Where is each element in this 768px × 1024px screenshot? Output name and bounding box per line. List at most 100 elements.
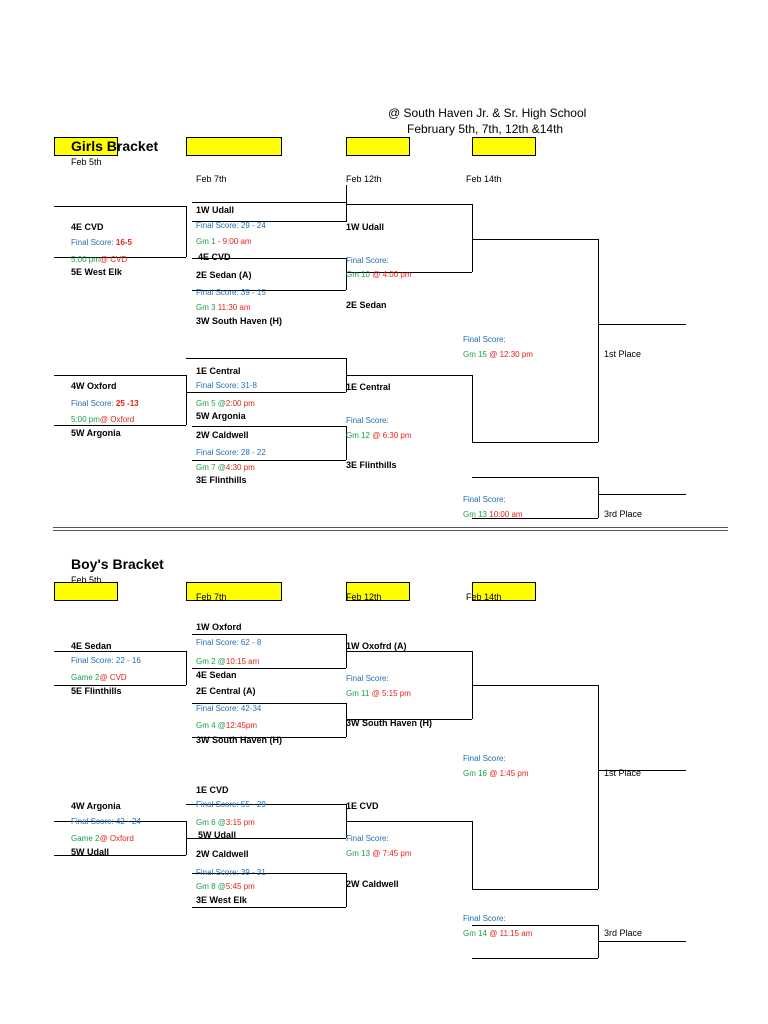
bracket-line — [472, 925, 598, 926]
bracket-line — [346, 375, 472, 376]
bracket-line — [346, 821, 472, 822]
team-name: 1W Oxofrd (A) — [346, 641, 407, 651]
team-name: 4E Sedan — [71, 641, 112, 651]
bracket-line — [54, 375, 186, 376]
bracket-line — [598, 685, 599, 889]
final-score: Final Score: — [463, 754, 506, 763]
bracket-line — [598, 239, 599, 442]
round-date: Feb 14th — [466, 592, 502, 602]
game-info: Gm 1 - 9:00 am — [196, 237, 252, 246]
section-divider — [53, 530, 728, 531]
bracket-line — [192, 426, 346, 427]
team-name: 3E West Elk — [196, 895, 247, 905]
bracket-line — [192, 290, 346, 291]
game-info: Gm 11 @ 5:15 pm — [346, 689, 411, 698]
bracket-line — [472, 204, 473, 272]
bracket-line — [54, 855, 186, 856]
team-name: 5W Udall — [198, 830, 237, 840]
final-score: Final Score: 62 - 8 — [196, 638, 262, 647]
team-name: 4W Argonia — [71, 801, 121, 811]
girls-bracket-title: Girls Bracket — [71, 138, 159, 154]
highlight-box — [186, 582, 282, 601]
team-name: 5W Argonia — [71, 428, 121, 438]
bracket-line — [192, 202, 346, 203]
game-info: Gm 12 @ 6:30 pm — [346, 431, 412, 440]
bracket-line — [186, 804, 346, 805]
bracket-line — [54, 206, 186, 207]
bracket-line — [186, 651, 187, 685]
bracket-line — [54, 257, 186, 258]
bracket-line — [346, 426, 347, 460]
game-info: 5:00 pm@ CVD — [71, 255, 128, 264]
final-score: Final Score: — [463, 335, 506, 344]
team-name: 2W Caldwell — [196, 849, 249, 859]
bracket-line — [186, 838, 346, 839]
first-place-label: 1st Place — [604, 768, 642, 778]
final-score: Final Score: — [346, 256, 389, 265]
team-name: 1E Central — [346, 382, 391, 392]
final-score: Final Score: 25 -13 — [71, 399, 139, 408]
game-info: Gm 14 @ 11:15 am — [463, 929, 533, 938]
final-score: Final Score: 29 - 24 — [196, 221, 266, 230]
third-place-label: 3rd Place — [604, 509, 643, 519]
game-info: Gm 8 @5:45 pm — [196, 882, 255, 891]
team-name: 4E CVD — [198, 252, 231, 262]
bracket-line — [598, 477, 599, 518]
bracket-line — [346, 719, 472, 720]
bracket-line — [186, 375, 187, 425]
bracket-line — [472, 889, 598, 890]
team-name: 3E Flinthills — [196, 475, 247, 485]
final-score: Final Score: 42 - 24 — [71, 817, 141, 826]
bracket-line — [346, 204, 472, 205]
bracket-line — [192, 221, 346, 222]
team-name: 1E CVD — [346, 801, 379, 811]
bracket-line — [346, 258, 347, 290]
final-score: Final Score: — [463, 914, 506, 923]
bracket-line — [598, 941, 686, 942]
section-divider — [53, 527, 728, 528]
bracket-line — [192, 634, 346, 635]
bracket-line — [598, 770, 686, 771]
bracket-line — [472, 477, 598, 478]
round-date: Feb 14th — [466, 174, 502, 184]
team-name: 4E CVD — [71, 222, 104, 232]
bracket-line — [472, 685, 598, 686]
highlight-box — [346, 582, 410, 601]
bracket-line — [346, 703, 347, 737]
highlight-box — [54, 137, 118, 156]
bracket-line — [192, 258, 346, 259]
game-info: Gm 16 @ 1:45 pm — [463, 769, 529, 778]
bracket-line — [346, 651, 472, 652]
final-score: Final Score: 39 - 31 — [196, 868, 266, 877]
bracket-line — [472, 442, 598, 443]
first-place-label: 1st Place — [604, 349, 642, 359]
game-info: Gm 3 11:30 am — [196, 303, 251, 312]
highlight-box — [472, 137, 536, 156]
event-dates: February 5th, 7th, 12th &14th — [407, 122, 564, 136]
bracket-line — [192, 737, 346, 738]
team-name: 5E West Elk — [71, 267, 122, 277]
final-score: Final Score: 39 - 15 — [196, 288, 266, 297]
game-info: Gm 13 10:00 am — [463, 510, 523, 519]
final-score: Final Score: 22 - 16 — [71, 656, 141, 665]
final-score: Final Score: 28 - 22 — [196, 448, 266, 457]
team-name: 5W Argonia — [196, 411, 246, 421]
round-date: Feb 7th — [196, 592, 227, 602]
highlight-box — [346, 137, 410, 156]
final-score: Final Score: 42-34 — [196, 704, 262, 713]
team-name: 1W Oxford — [196, 622, 242, 632]
team-name: 2E Sedan — [346, 300, 387, 310]
game-info: Gm 7 @4:30 pm — [196, 463, 255, 472]
team-name: 3E Flinthills — [346, 460, 397, 470]
team-name: 3W South Haven (H) — [196, 316, 283, 326]
bracket-line — [346, 185, 347, 222]
final-score: Final Score: 16-5 — [71, 238, 132, 247]
team-name: 3W South Haven (H) — [346, 718, 433, 728]
boys-bracket-title: Boy's Bracket — [71, 556, 164, 572]
round-date: Feb 12th — [346, 592, 382, 602]
final-score: Final Score: 31-8 — [196, 381, 257, 390]
bracket-line — [598, 324, 686, 325]
final-score: Final Score: 55 - 29 — [196, 800, 266, 809]
bracket-line — [54, 685, 186, 686]
team-name: 3W South Haven (H) — [196, 735, 283, 745]
